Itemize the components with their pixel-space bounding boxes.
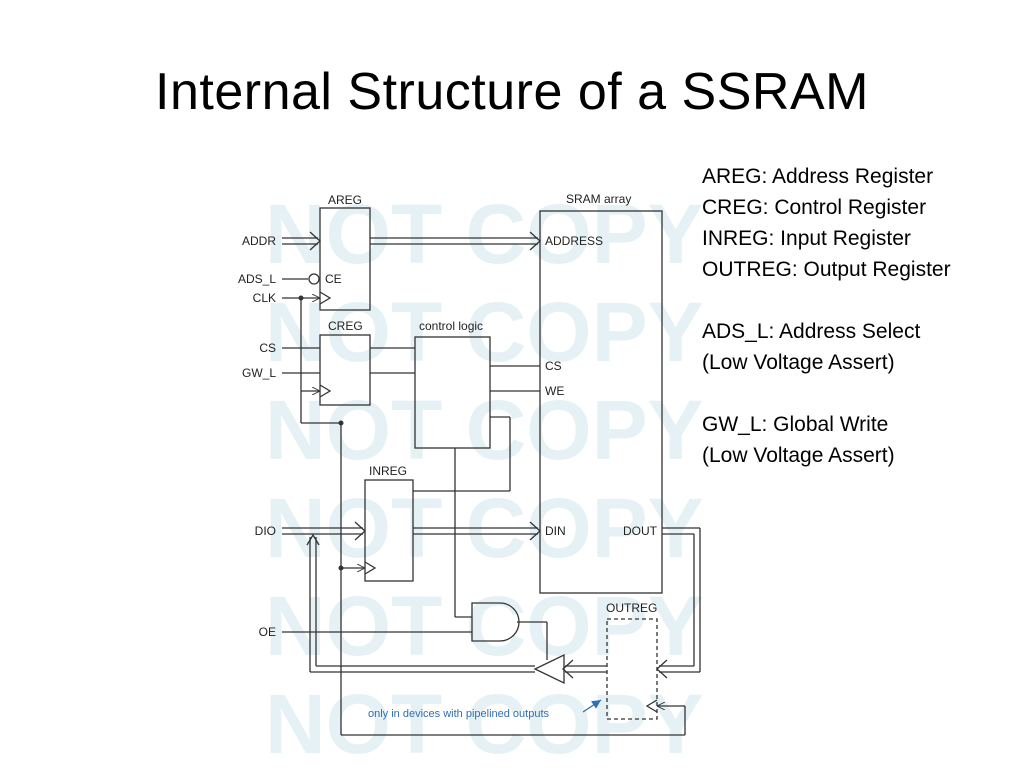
legend-spacer [702,378,951,409]
signal-label-clk: CLK [253,291,276,305]
legend-line: (Low Voltage Assert) [702,444,895,467]
block-label-control-logic: control logic [419,319,483,333]
areg-clock-triangle [319,291,332,305]
port-label-we: WE [545,384,564,398]
areg-block [319,207,371,311]
legend-line: AREG: Address Register [702,165,934,188]
port-label-address: ADDRESS [545,234,603,248]
port-label-dout: DOUT [623,524,658,538]
creg-clock-triangle [319,384,332,398]
outreg-clock-triangle [645,699,658,713]
legend-line: OUTREG: Output Register [702,258,951,281]
ads-l-inversion-bubble [308,273,320,285]
watermark-line: NOT COPY [265,579,704,673]
and-gate [471,602,520,642]
annotation-arrow [582,699,602,713]
block-label-sram-array: SRAM array [566,192,631,206]
legend-line: GW_L: Global Write [702,413,889,436]
block-label-areg: AREG [328,193,362,207]
port-label-cs: CS [545,359,562,373]
signal-label-gw-l: GW_L [242,366,276,380]
legend-spacer [702,285,951,316]
signal-label-addr: ADDR [242,234,276,248]
control-logic-block [414,336,491,449]
creg-block [319,334,371,406]
block-label-inreg: INREG [369,464,407,478]
watermark: NOT COPY NOT COPY NOT COPY NOT COPY NOT … [265,185,735,755]
inreg-clock-triangle [364,561,377,575]
port-label-din: DIN [545,524,566,538]
port-label-ce: CE [325,272,342,286]
abbreviation-legend: AREG: Address Register CREG: Control Reg… [702,161,951,471]
pipelined-outputs-annotation: only in devices with pipelined outputs [368,708,550,720]
watermark-line: NOT COPY [265,677,704,755]
legend-line: CREG: Control Register [702,196,927,219]
legend-line: INREG: Input Register [702,227,911,250]
legend-line: ADS_L: Address Select [702,320,921,343]
signal-label-ads-l: ADS_L [238,272,276,286]
slide-title: Internal Structure of a SSRAM [155,63,869,121]
signal-label-oe: OE [259,625,276,639]
watermark-line: NOT COPY [265,285,704,379]
block-label-creg: CREG [328,319,363,333]
watermark-line: NOT COPY [265,383,704,477]
watermark-line: NOT COPY [265,187,704,281]
signal-label-cs: CS [259,341,276,355]
legend-line: (Low Voltage Assert) [702,351,895,374]
sram-array-block [539,210,663,594]
block-label-outreg: OUTREG [606,601,657,615]
output-buffer-triangle [533,653,565,685]
signal-label-dio: DIO [255,524,276,538]
